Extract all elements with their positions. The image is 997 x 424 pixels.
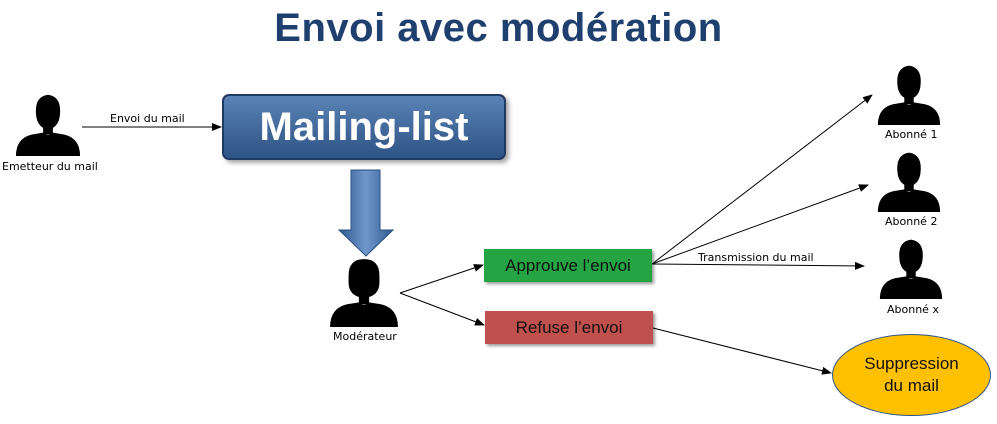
moderator-label: Modérateur <box>333 330 397 343</box>
subscriber-x-person-icon <box>879 239 943 299</box>
page-title: Envoi avec modération <box>274 6 723 50</box>
sender-person-icon <box>15 94 81 156</box>
sender-label: Emetteur du mail <box>2 160 98 173</box>
moderator-to-refuse-arrow <box>399 292 485 326</box>
approve-to-subscriber-x-arrow <box>651 261 865 270</box>
moderator-to-approve-arrow <box>399 264 484 294</box>
refuse-box: Refuse l’envoi <box>485 311 653 344</box>
mailing-list-box: Mailing-list <box>222 94 506 160</box>
subscriber-1-label: Abonné 1 <box>885 128 938 141</box>
subscriber-1-person-icon <box>877 65 941 125</box>
subscriber-x-label: Abonné x <box>887 303 939 316</box>
moderator-person-icon <box>330 259 398 327</box>
subscriber-2-label: Abonné 2 <box>885 215 938 228</box>
suppression-line-1: Suppression <box>864 354 959 373</box>
approve-to-subscriber-1-arrow <box>651 94 873 265</box>
approve-to-subscriber-2-arrow <box>651 184 869 265</box>
mailing-to-moderator-arrow <box>337 169 395 257</box>
suppression-line-2: du mail <box>884 376 939 395</box>
approve-box: Approuve l’envoi <box>484 249 652 282</box>
subscriber-2-person-icon <box>877 152 941 212</box>
transmission-label: Transmission du mail <box>698 251 814 264</box>
send-arrow-label: Envoi du mail <box>110 112 185 125</box>
refuse-to-suppression-arrow <box>652 327 832 375</box>
suppression-ellipse: Suppression du mail <box>832 334 991 416</box>
